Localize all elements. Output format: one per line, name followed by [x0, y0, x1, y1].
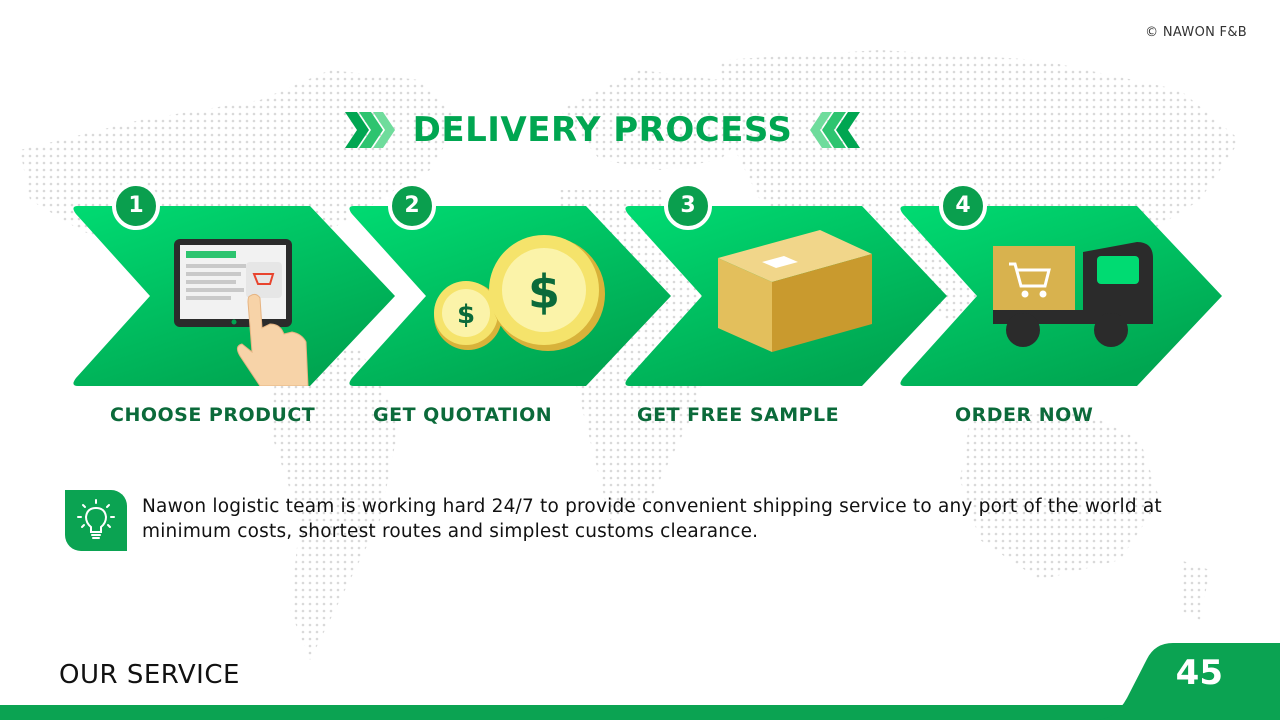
package-box-icon: [718, 230, 872, 352]
step-get-quotation: 2 $ $: [346, 182, 676, 386]
coins-icon: $ $: [434, 235, 605, 351]
page-number: 45: [1175, 653, 1223, 693]
step-label: GET QUOTATION: [373, 404, 553, 426]
page-title: DELIVERY PROCESS: [412, 110, 793, 150]
step-get-free-sample: 3: [622, 182, 952, 386]
chevron-left-icon: [810, 112, 860, 148]
tablet-touch-icon: [174, 239, 309, 386]
step-label: CHOOSE PRODUCT: [110, 404, 316, 426]
section-title: OUR SERVICE: [59, 660, 240, 690]
step-order-now: 4: [897, 182, 1227, 386]
svg-text:$: $: [457, 300, 475, 330]
tip-icon-box: [65, 490, 127, 551]
tip-text: Nawon logistic team is working hard 24/7…: [142, 496, 1162, 542]
page-number-tab: 45: [1095, 643, 1280, 720]
step-label: GET FREE SAMPLE: [637, 404, 840, 426]
svg-text:$: $: [528, 265, 560, 319]
step-label: ORDER NOW: [955, 404, 1094, 426]
chevron-right-icon: [345, 112, 395, 148]
step-number-badge: 2: [388, 182, 436, 230]
step-number-badge: 4: [939, 182, 987, 230]
title-block: DELIVERY PROCESS: [345, 108, 860, 152]
footer-bar: [0, 705, 1280, 720]
lightbulb-icon: [77, 499, 115, 539]
step-choose-product: 1: [70, 182, 400, 386]
copyright-text: © NAWON F&B: [1145, 25, 1247, 40]
delivery-truck-icon: [993, 242, 1153, 347]
step-number-badge: 3: [664, 182, 712, 230]
step-number-badge: 1: [112, 182, 160, 230]
